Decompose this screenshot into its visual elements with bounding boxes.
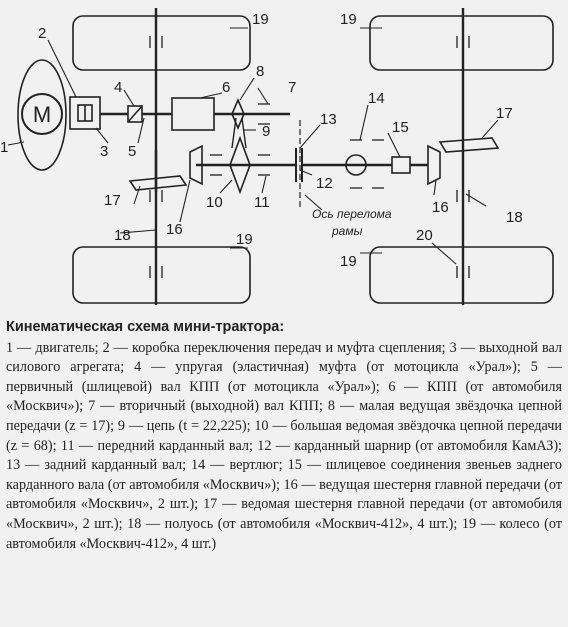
- label-11: 11: [254, 194, 270, 211]
- wheel-rear-right: [369, 246, 554, 304]
- label-18-left: 18: [114, 227, 131, 244]
- spline-joint: [391, 156, 411, 174]
- articulation-axis-label-2: рамы: [331, 224, 363, 238]
- label-8: 8: [256, 63, 264, 80]
- label-14: 14: [368, 90, 385, 107]
- label-13: 13: [320, 111, 337, 128]
- articulation-axis-label-1: Ось перелома: [312, 207, 392, 221]
- label-9: 9: [262, 123, 270, 140]
- gearbox-kpp: [171, 97, 215, 131]
- drive-gear-left: [189, 144, 203, 186]
- drive-gear-right: [427, 144, 441, 186]
- label-19-bl: 19: [236, 231, 253, 248]
- label-16-right: 16: [432, 199, 449, 216]
- wheel-front-left: [72, 15, 251, 71]
- label-6: 6: [222, 79, 230, 96]
- label-16-left: 16: [166, 221, 183, 238]
- label-18-right: 18: [506, 209, 523, 226]
- caption-body: 1 — двигатель; 2 — коробка переключения …: [6, 339, 562, 552]
- kinematic-diagram: M 1 2 3 4 5 6 7 8 9 10 11 12 13 14 15 16…: [0, 8, 554, 305]
- label-4: 4: [114, 79, 122, 96]
- label-20: 20: [416, 227, 433, 244]
- driven-gear-right: [438, 137, 500, 153]
- chain: [241, 117, 247, 149]
- label-12: 12: [316, 175, 333, 192]
- label-3: 3: [100, 143, 108, 160]
- label-19-br: 19: [340, 253, 357, 270]
- label-5: 5: [128, 143, 136, 160]
- label-19-tr: 19: [340, 11, 357, 28]
- large-sprocket: [229, 135, 251, 195]
- driven-gear-left: [128, 175, 188, 191]
- swivel: [345, 154, 367, 176]
- caption-title: Кинематическая схема мини-трактора:: [6, 319, 285, 335]
- label-15: 15: [392, 119, 409, 136]
- small-sprocket: [231, 97, 245, 131]
- label-10: 10: [206, 194, 223, 211]
- label-19-tl: 19: [252, 11, 269, 28]
- engine-symbol: [21, 93, 63, 135]
- diagram-caption: Кинематическая схема мини-трактора: 1 — …: [6, 318, 562, 554]
- label-17-right: 17: [496, 105, 513, 122]
- engine-symbol-text: M: [33, 102, 51, 127]
- wheel-front-right: [369, 15, 554, 71]
- label-1: 1: [0, 139, 8, 156]
- label-2: 2: [38, 25, 46, 42]
- engine-body: [17, 59, 67, 171]
- wheel-rear-left: [72, 246, 251, 304]
- label-7: 7: [288, 79, 296, 96]
- label-17-left: 17: [104, 192, 121, 209]
